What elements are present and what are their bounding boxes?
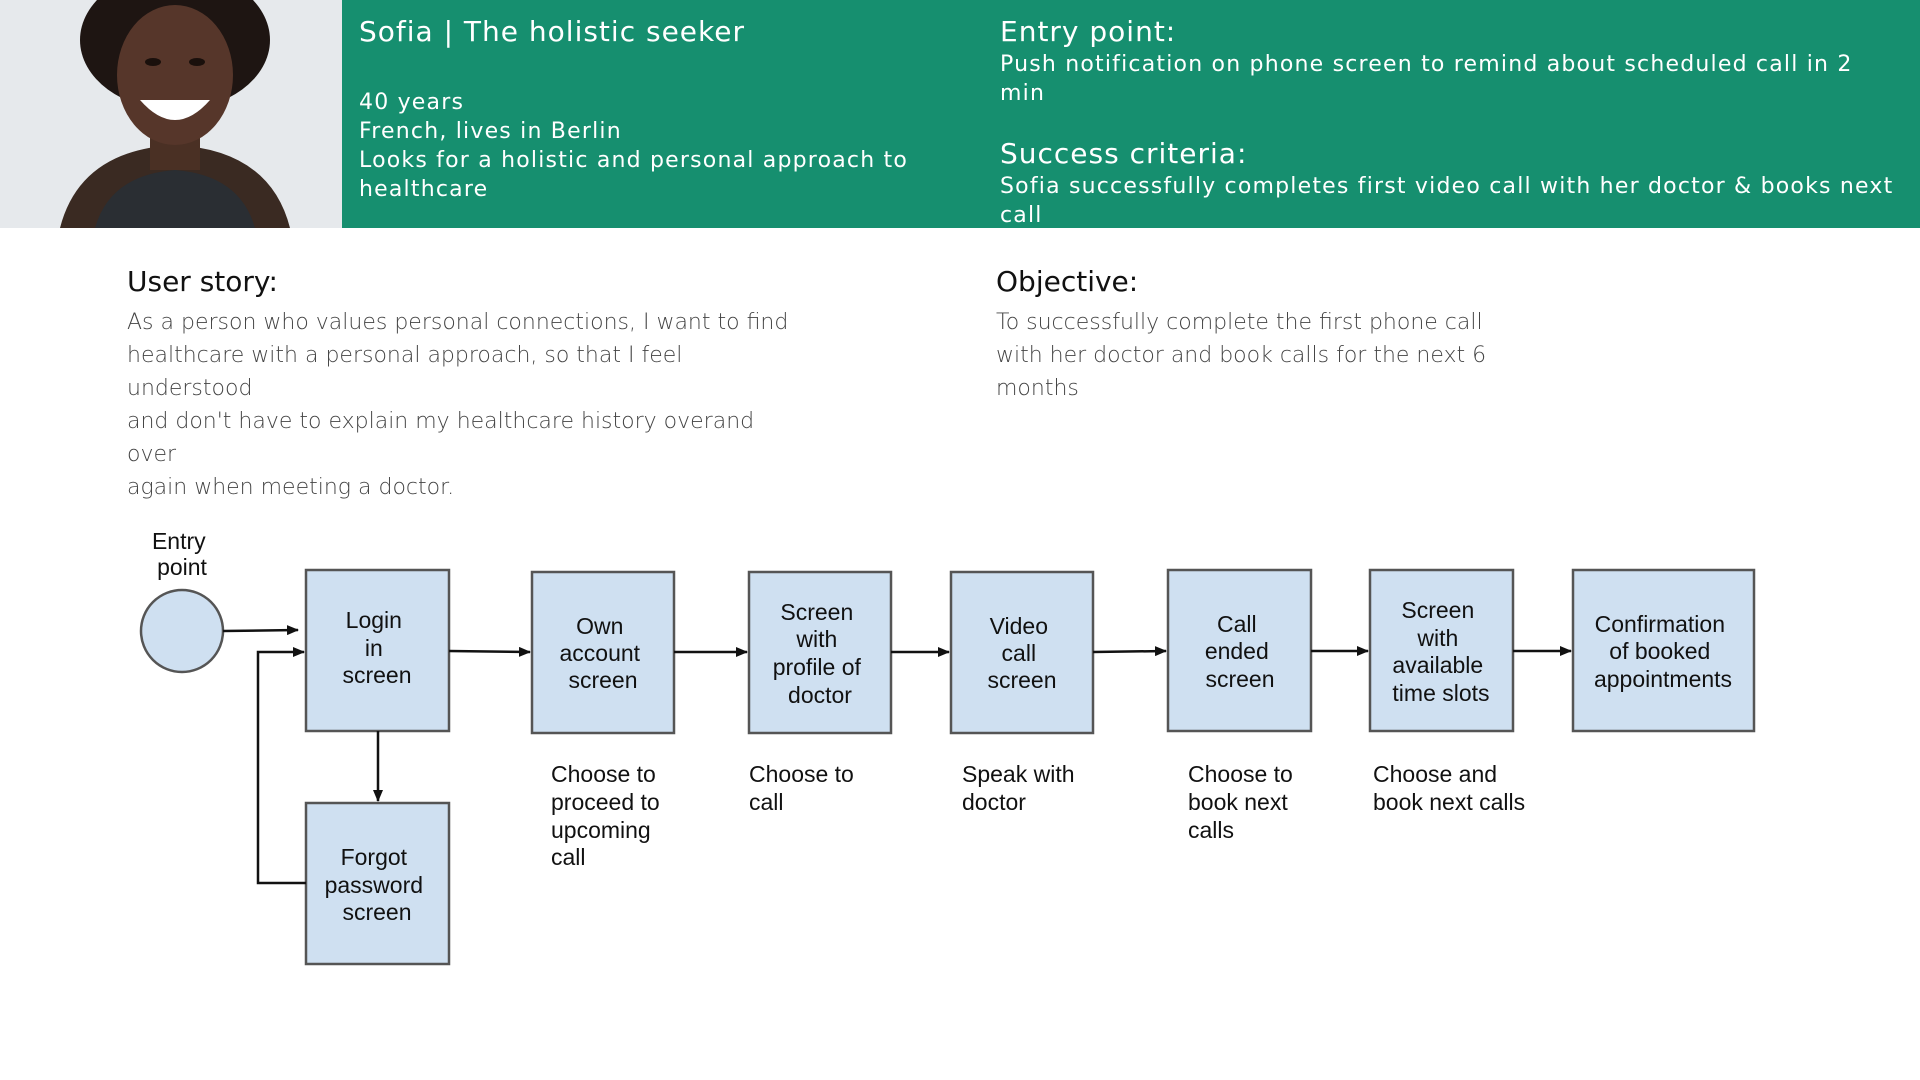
objective-line: months bbox=[996, 376, 1079, 401]
action-label: Choose and book next calls bbox=[1373, 761, 1525, 815]
doctor-profile-label: Screen with profile of doctor bbox=[773, 599, 868, 708]
video-call-box bbox=[949, 570, 1095, 735]
call-ended-box bbox=[1166, 568, 1313, 733]
arrow-forgot-to-login bbox=[256, 647, 306, 885]
persona-age: 40 years bbox=[359, 90, 465, 115]
call-ended-label: Call ended screen bbox=[1205, 611, 1275, 692]
persona-info: Sofia | The holistic seeker 40 years Fre… bbox=[359, 14, 959, 204]
user-story-line: and don't have to explain my healthcare … bbox=[127, 409, 755, 467]
entry-point-circle bbox=[139, 588, 225, 674]
forgot-password-label: Forgot password screen bbox=[325, 844, 430, 925]
success-criteria-line2: call bbox=[1000, 203, 1043, 228]
action-label: Choose to call bbox=[749, 761, 860, 815]
objective-text: To successfully complete the first phone… bbox=[996, 306, 1496, 405]
user-story-text: As a person who values personal connecti… bbox=[127, 306, 797, 504]
login-screen-box bbox=[304, 568, 451, 733]
own-account-label: Own account screen bbox=[560, 613, 647, 693]
user-story: User story: As a person who values perso… bbox=[127, 264, 797, 504]
action-label: Choose to book next calls bbox=[1188, 761, 1299, 843]
persona-name: Sofia | The holistic seeker bbox=[359, 15, 745, 48]
forgot-password-box bbox=[304, 801, 451, 966]
action-label: Choose to proceed to upcoming call bbox=[551, 761, 666, 870]
video-call-label: Video call screen bbox=[987, 613, 1056, 693]
persona-origin: French, lives in Berlin bbox=[359, 119, 622, 144]
entry-point-title: Entry point: bbox=[1000, 15, 1177, 48]
confirmation-box bbox=[1571, 568, 1756, 733]
user-story-line: As a person who values personal connecti… bbox=[127, 310, 789, 335]
entry-success-info: Entry point: Push notification on phone … bbox=[1000, 14, 1900, 230]
own-account-box bbox=[530, 570, 676, 735]
arrow-video-to-ended bbox=[1092, 646, 1167, 657]
persona-photo bbox=[0, 0, 342, 228]
login-screen-label: Login in screen bbox=[342, 607, 411, 688]
user-story-line: healthcare with a personal approach, so … bbox=[127, 343, 683, 401]
persona-header: Sofia | The holistic seeker 40 years Fre… bbox=[0, 0, 1920, 228]
entry-label: Entry point bbox=[152, 528, 212, 580]
action-label: Speak with doctor bbox=[962, 761, 1081, 815]
time-slots-box bbox=[1368, 568, 1515, 733]
success-criteria-title: Success criteria: bbox=[1000, 137, 1248, 170]
user-story-line: again when meeting a doctor. bbox=[127, 475, 455, 500]
persona-goal-line1: Looks for a holistic and personal approa… bbox=[359, 148, 909, 173]
user-story-title: User story: bbox=[127, 265, 278, 298]
objective-title: Objective: bbox=[996, 265, 1139, 298]
persona-goal-line2: healthcare bbox=[359, 177, 489, 202]
objective-line: with her doctor and book calls for the n… bbox=[996, 343, 1487, 368]
success-criteria-line1: Sofia successfully completes first video… bbox=[1000, 174, 1894, 199]
entry-point-text: Push notification on phone screen to rem… bbox=[1000, 52, 1853, 106]
objective-line: To successfully complete the first phone… bbox=[996, 310, 1483, 335]
objective: Objective: To successfully complete the … bbox=[996, 264, 1496, 405]
arrow-entry-to-login bbox=[222, 625, 299, 636]
doctor-profile-box bbox=[747, 570, 893, 735]
arrow-login-to-account bbox=[448, 646, 531, 657]
time-slots-label: Screen with available time slots bbox=[1392, 597, 1489, 706]
confirmation-label: Confirmation of booked appointments bbox=[1594, 611, 1732, 692]
